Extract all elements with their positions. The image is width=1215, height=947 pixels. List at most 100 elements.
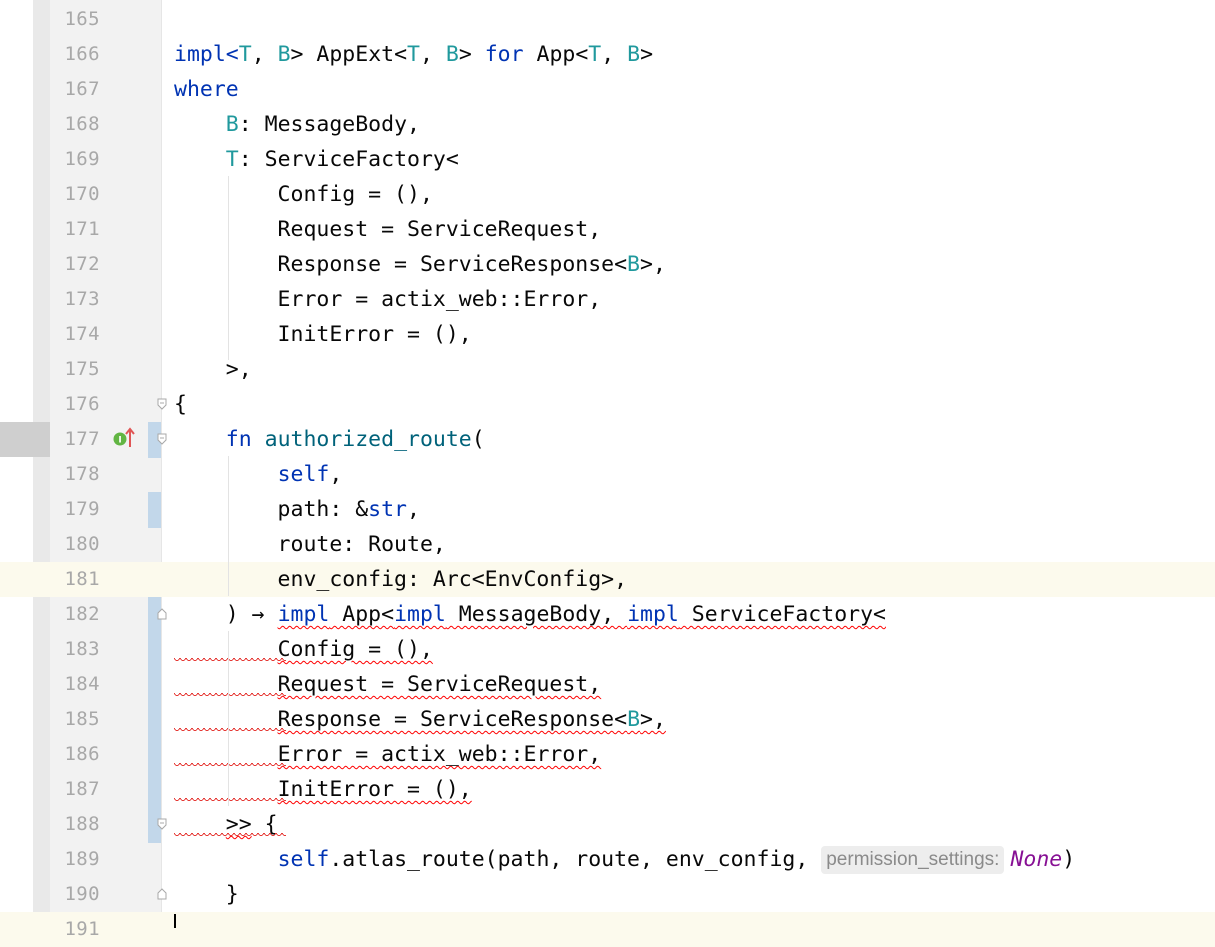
code-token: App< [329, 602, 395, 627]
code-token: impl< [174, 42, 239, 67]
line-number: 183 [64, 638, 100, 660]
line-number: 171 [64, 218, 100, 240]
fold-open-icon[interactable] [156, 398, 168, 410]
bookmark-highlight [0, 422, 50, 457]
code-text[interactable]: Config = (), [174, 177, 433, 212]
code-text[interactable]: fn authorized_route( [174, 422, 485, 457]
code-token: , [251, 42, 278, 67]
code-token: impl [627, 602, 679, 627]
line-number: 189 [64, 848, 100, 870]
code-token: str [368, 497, 408, 522]
code-line[interactable]: 173 Error = actix_web::Error, [0, 282, 1215, 317]
code-line[interactable]: 172 Response = ServiceResponse<B>, [0, 247, 1215, 282]
error-squiggle [174, 798, 286, 804]
code-line[interactable]: 185 Response = ServiceResponse<B>, [0, 702, 1215, 737]
code-line[interactable]: 188 >> { [0, 807, 1215, 842]
code-text[interactable]: route: Route, [174, 527, 446, 562]
code-text[interactable]: T: ServiceFactory< [174, 142, 459, 177]
error-squiggle [174, 693, 286, 699]
code-line[interactable]: 169 T: ServiceFactory< [0, 142, 1215, 177]
code-line[interactable]: 167 where [0, 72, 1215, 107]
code-text[interactable]: B: MessageBody, [174, 107, 420, 142]
vcs-change-marker[interactable] [148, 492, 161, 528]
code-text[interactable]: Config = (), [174, 632, 433, 667]
line-number: 170 [64, 183, 100, 205]
parameter-hint: permission_settings: [821, 846, 1005, 874]
code-line[interactable]: 189 self.atlas_route(path, route, env_co… [0, 842, 1215, 877]
code-text[interactable]: >> { [174, 807, 278, 842]
code-text[interactable]: { [174, 387, 187, 422]
indent-guide [228, 456, 229, 596]
line-number: 178 [64, 463, 100, 485]
code-text[interactable]: self, [174, 457, 343, 492]
vcs-change-marker[interactable] [148, 597, 161, 843]
code-line[interactable]: 190 } [0, 877, 1215, 912]
code-token: Error = actix_web::Error, [277, 742, 602, 767]
implementing-method-icon[interactable]: I [113, 432, 127, 446]
vcs-change-marker[interactable] [148, 422, 161, 458]
code-token: >, [174, 357, 252, 382]
code-line[interactable]: 165 [0, 2, 1215, 37]
code-line[interactable]: 176{ [0, 387, 1215, 422]
indent-guide [228, 176, 229, 360]
fold-end-icon[interactable] [156, 888, 168, 900]
fold-open-icon[interactable] [156, 433, 168, 445]
code-line[interactable]: 168 B: MessageBody, [0, 107, 1215, 142]
code-line[interactable]: 182 ) → impl App<impl MessageBody, impl … [0, 597, 1215, 632]
code-line[interactable]: 170 Config = (), [0, 177, 1215, 212]
code-text[interactable]: Response = ServiceResponse<B>, [174, 702, 666, 737]
code-token: : ServiceFactory< [238, 147, 459, 172]
code-token: App< [523, 42, 589, 67]
code-text[interactable]: path: &str, [174, 492, 420, 527]
code-text[interactable]: Request = ServiceRequest, [174, 212, 602, 247]
code-line[interactable]: 175 >, [0, 352, 1215, 387]
code-line[interactable]: 180 route: Route, [0, 527, 1215, 562]
code-text[interactable]: InitError = (), [174, 772, 472, 807]
code-line[interactable]: 184 Request = ServiceRequest, [0, 667, 1215, 702]
code-text[interactable]: impl<T, B> AppExt<T, B> for App<T, B> [174, 37, 653, 72]
line-number: 167 [64, 78, 100, 100]
code-text[interactable]: >, [174, 352, 252, 387]
code-line[interactable]: 191 [0, 912, 1215, 947]
current-line-strip [0, 562, 50, 597]
text-caret [174, 914, 176, 928]
code-text[interactable]: Error = actix_web::Error, [174, 282, 602, 317]
code-text[interactable]: Error = actix_web::Error, [174, 737, 602, 772]
overrides-arrow-up-icon[interactable] [125, 427, 135, 449]
code-token [174, 462, 278, 487]
line-number: 181 [64, 568, 100, 590]
code-text[interactable]: Request = ServiceRequest, [174, 667, 602, 702]
code-line[interactable]: 178 self, [0, 457, 1215, 492]
code-text[interactable]: env_config: Arc<EnvConfig>, [174, 562, 628, 597]
fold-end-icon[interactable] [156, 608, 168, 620]
code-text[interactable]: self.atlas_route(path, route, env_config… [174, 842, 1075, 877]
code-text[interactable]: } [174, 877, 239, 912]
code-text[interactable]: ) → impl App<impl MessageBody, impl Serv… [174, 597, 886, 632]
gutter-divider [161, 0, 162, 926]
code-line[interactable]: 171 Request = ServiceRequest, [0, 212, 1215, 247]
code-token: , [601, 42, 628, 67]
code-line[interactable]: 181 env_config: Arc<EnvConfig>, [0, 562, 1215, 597]
code-token: InitError = (), [174, 322, 472, 347]
fold-open-icon[interactable] [156, 818, 168, 830]
editor-gutter[interactable] [50, 0, 161, 926]
code-token [252, 427, 265, 452]
code-text[interactable]: where [174, 72, 239, 107]
code-token: B [277, 42, 291, 67]
code-text[interactable]: Response = ServiceResponse<B>, [174, 247, 666, 282]
code-line[interactable]: 183 Config = (), [0, 632, 1215, 667]
code-line[interactable]: 186 Error = actix_web::Error, [0, 737, 1215, 772]
line-number: 172 [64, 253, 100, 275]
code-line[interactable]: 179 path: &str, [0, 492, 1215, 527]
code-token: : MessageBody, [238, 112, 420, 137]
code-token [174, 427, 226, 452]
code-token: ServiceFactory< [678, 602, 886, 627]
code-line[interactable]: 187 InitError = (), [0, 772, 1215, 807]
code-line[interactable]: 174 InitError = (), [0, 317, 1215, 352]
line-number: 182 [64, 603, 100, 625]
code-line[interactable]: 177 fn authorized_route( [0, 422, 1215, 457]
code-text[interactable]: InitError = (), [174, 317, 472, 352]
code-token: , [329, 462, 343, 487]
